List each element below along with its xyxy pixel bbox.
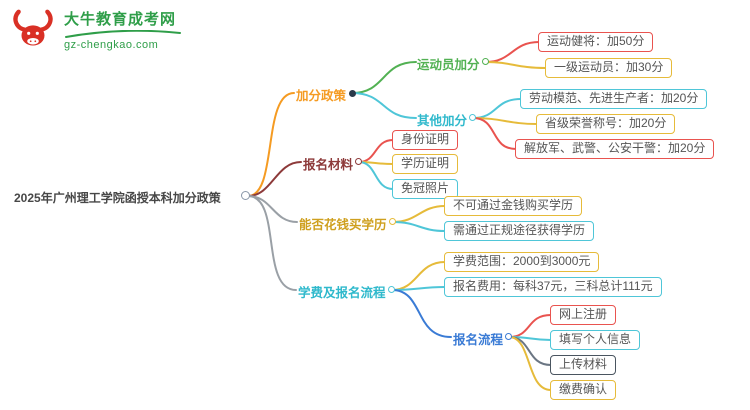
node-connector-dot	[388, 286, 395, 293]
logo-swoosh	[65, 30, 181, 38]
branch-application-materials: 报名材料	[303, 158, 354, 172]
connector-formal-channel	[392, 221, 446, 232]
leaf-first-level-athlete-bonus: 一级运动员：加30分	[545, 58, 673, 78]
leaf-tuition-range: 学费范围：2000到3000元	[444, 252, 600, 272]
node-athlete-bonus: 运动员加分	[417, 58, 480, 72]
connector-root-tuition	[247, 195, 297, 291]
connector-military-police	[472, 117, 517, 150]
node-connector-dot	[349, 90, 356, 97]
connector-root-bonus-policy	[247, 92, 295, 197]
connector-online-register	[508, 314, 552, 338]
connector-cannot-buy	[392, 205, 446, 223]
leaf-online-register: 网上注册	[550, 305, 617, 325]
connector-athlete-bonus	[351, 61, 417, 94]
leaf-provincial-honor-bonus: 省级荣誉称号：加20分	[536, 114, 676, 134]
root-connector-dot	[241, 191, 250, 200]
node-registration-process: 报名流程	[453, 333, 504, 347]
connector-upload-materials	[508, 336, 552, 366]
connector-payment-confirm	[508, 336, 552, 391]
branch-tuition-and-process: 学费及报名流程	[298, 286, 386, 300]
leaf-registration-fee: 报名费用：每科37元，三科总计111元	[444, 277, 662, 297]
connector-photo	[358, 161, 394, 190]
connector-other-bonus	[351, 92, 417, 119]
connector-root-buy-degree	[247, 195, 298, 223]
bull-logo-icon	[13, 9, 53, 46]
connector-registration-process	[391, 289, 452, 338]
connector-root-materials	[247, 161, 302, 197]
leaf-sports-master-bonus: 运动健将：加50分	[538, 32, 654, 52]
leaf-education-proof: 学历证明	[392, 154, 459, 174]
site-name: 大牛教育成考网	[64, 11, 177, 28]
leaf-model-worker-bonus: 劳动模范、先进生产者：加20分	[520, 89, 708, 109]
connector-id-proof	[358, 139, 394, 163]
connector-model-worker	[472, 98, 522, 119]
node-connector-dot	[482, 58, 489, 65]
branch-can-money-buy-degree: 能否花钱买学历	[299, 218, 387, 232]
node-other-bonus: 其他加分	[417, 114, 468, 128]
root-node: 2025年广州理工学院函授本科加分政策	[14, 191, 221, 205]
leaf-military-police-bonus: 解放军、武警、公安干警：加20分	[515, 139, 715, 159]
branch-bonus-policy: 加分政策	[296, 89, 347, 103]
node-connector-dot	[355, 158, 362, 165]
site-url: gz-chengkao.com	[64, 39, 159, 51]
connector-tuition-range	[391, 261, 446, 291]
node-connector-dot	[505, 333, 512, 340]
node-connector-dot	[389, 218, 396, 225]
leaf-fill-personal-info: 填写个人信息	[550, 330, 641, 350]
leaf-formal-channel-degree: 需通过正规途径获得学历	[444, 221, 595, 241]
leaf-cannot-buy-degree: 不可通过金钱购买学历	[444, 196, 583, 216]
logo-text-block: 大牛教育成考网 gz-chengkao.com	[64, 8, 182, 51]
site-logo: 大牛教育成考网 gz-chengkao.com	[10, 8, 182, 51]
connector-first-level-athlete	[485, 61, 547, 69]
leaf-upload-materials: 上传材料	[550, 355, 617, 375]
leaf-payment-confirm: 缴费确认	[550, 380, 617, 400]
leaf-id-proof: 身份证明	[392, 130, 459, 150]
node-connector-dot	[469, 114, 476, 121]
connector-sports-master	[485, 41, 540, 63]
leaf-bareheaded-photo: 免冠照片	[392, 179, 459, 199]
